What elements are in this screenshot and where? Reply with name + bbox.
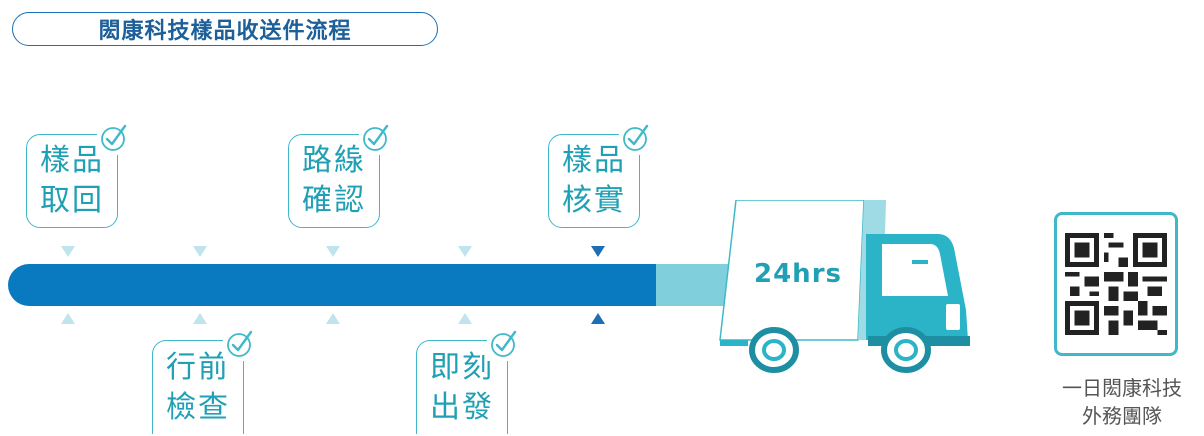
step-route-confirmation: 路線 確認 <box>288 121 393 228</box>
step-label-line1: 樣品 <box>562 143 626 178</box>
step-label-line2: 出發 <box>430 389 494 425</box>
step-label-line2: 取回 <box>40 183 104 218</box>
marker-triangle-down <box>591 246 605 257</box>
timeline-bar <box>8 264 658 306</box>
marker-triangle-down <box>458 246 472 257</box>
qr-caption-line1: 一日閎康科技 <box>1062 376 1182 400</box>
check-circle-icon <box>223 327 257 361</box>
step-label-line1: 即刻 <box>430 349 494 385</box>
marker-triangle-down <box>61 246 75 257</box>
timeline-bar-extension <box>656 264 728 306</box>
delivery-truck-icon <box>716 200 976 376</box>
check-circle-icon <box>619 121 653 155</box>
step-immediate-departure: 即刻 出發 <box>416 327 521 434</box>
marker-triangle-up <box>61 313 75 324</box>
truck-duration-label: 24hrs <box>754 259 842 289</box>
qr-caption-line2: 外務團隊 <box>1082 404 1162 428</box>
step-sample-verification: 樣品 核實 <box>548 121 653 228</box>
step-label-line1: 路線 <box>302 143 366 178</box>
check-circle-icon <box>487 327 521 361</box>
marker-triangle-up <box>458 313 472 324</box>
marker-triangle-up <box>326 313 340 324</box>
marker-triangle-up <box>591 313 605 324</box>
page-title: 閎康科技樣品收送件流程 <box>12 12 438 46</box>
marker-triangle-down <box>193 246 207 257</box>
step-label-line1: 行前 <box>166 349 230 385</box>
check-circle-icon <box>359 121 393 155</box>
step-label-line2: 檢查 <box>166 389 230 425</box>
qr-caption: 一日閎康科技 外務團隊 <box>1040 374 1204 430</box>
marker-triangle-up <box>193 313 207 324</box>
step-label-line1: 樣品 <box>40 143 104 178</box>
qr-code-icon <box>1054 212 1178 356</box>
step-label-line2: 確認 <box>302 183 366 218</box>
marker-triangle-down <box>326 246 340 257</box>
step-sample-retrieval: 樣品 取回 <box>26 121 131 228</box>
step-pre-departure-check: 行前 檢查 <box>152 327 257 434</box>
step-label-line2: 核實 <box>562 183 626 218</box>
check-circle-icon <box>97 121 131 155</box>
